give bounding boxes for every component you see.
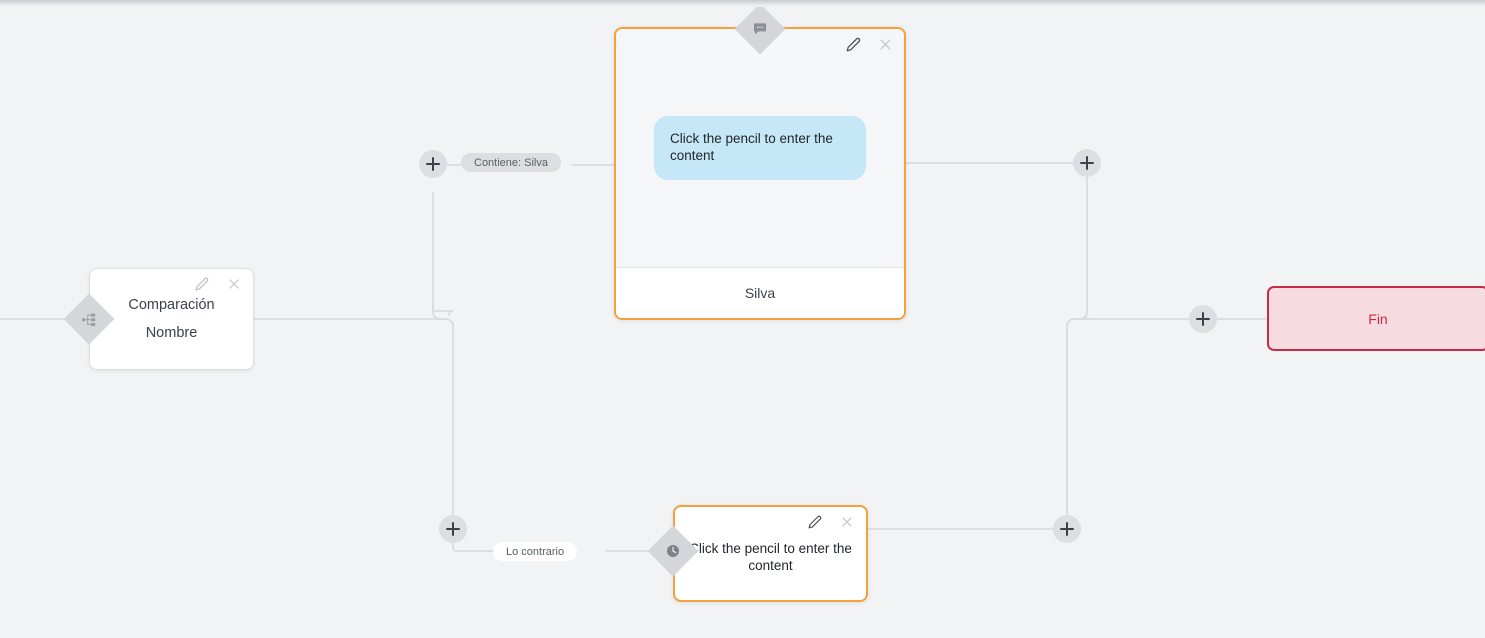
node-message-body: Click the pencil to enter the content [616,29,904,267]
add-after-wait-button[interactable] [1053,515,1081,543]
pencil-icon[interactable] [844,35,862,53]
node-wait[interactable]: Click the pencil to enter the content [673,505,868,602]
node-wait-text: Click the pencil to enter the content [689,540,852,573]
edge-label-contrario[interactable]: Lo contrario [493,542,578,561]
clock-icon-badge [647,525,699,577]
clock-icon [665,543,681,559]
node-fin-label: Fin [1368,310,1388,327]
branch-icon [82,312,97,327]
add-false-branch-button[interactable] [439,515,467,543]
message-bubble: Click the pencil to enter the content [654,116,866,180]
edge-label-contiene[interactable]: Contiene: Silva [461,153,561,172]
node-fin[interactable]: Fin [1267,286,1485,351]
add-before-fin-button[interactable] [1189,305,1217,333]
close-icon[interactable] [225,275,243,293]
edge-false-corner [452,542,498,552]
pencil-icon[interactable] [806,513,824,531]
add-true-branch-button[interactable] [419,150,447,178]
message-bubble-icon-badge [734,3,786,55]
close-icon[interactable] [876,35,894,53]
top-edge-shadow [0,0,1485,7]
edge-wait-merge [1066,318,1090,516]
node-comparacion[interactable]: Comparación Nombre [89,268,254,370]
node-message[interactable]: Click the pencil to enter the content Si… [614,27,906,320]
node-comparacion-title: Comparación [128,297,215,313]
node-wait-actions [806,513,856,531]
node-comparacion-subtitle: Nombre [145,324,198,341]
edge-true-corner-helper [432,310,454,316]
add-after-message-button[interactable] [1073,149,1101,177]
node-message-actions [844,35,894,53]
message-bubble-icon [752,21,768,37]
node-message-footer: Silva [616,267,904,318]
close-icon[interactable] [838,513,856,531]
node-comparacion-actions [193,275,243,293]
pencil-icon[interactable] [193,275,211,293]
branch-icon-badge [63,293,115,345]
